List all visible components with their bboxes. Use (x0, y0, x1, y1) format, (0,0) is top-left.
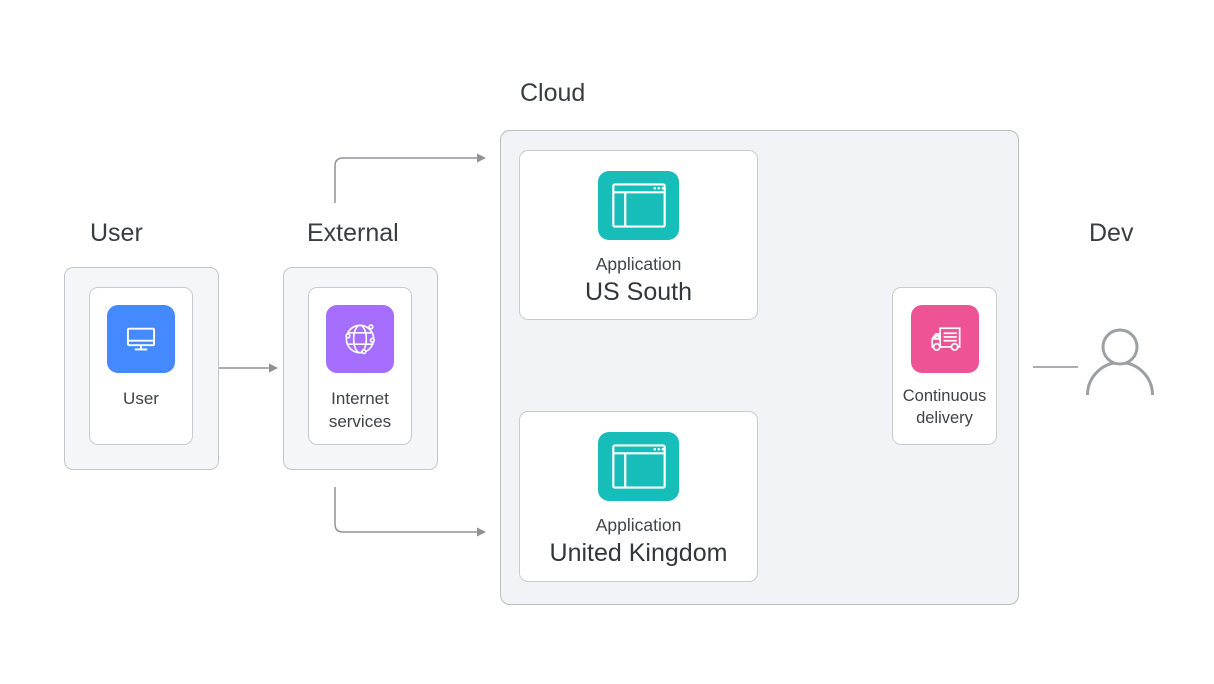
user-icon-tile (107, 305, 175, 373)
monitor-icon (119, 317, 163, 361)
node-continuous-delivery: Continuous delivery (892, 287, 997, 445)
node-user: User (89, 287, 193, 445)
node-label: United Kingdom (549, 539, 728, 567)
node-label: US South (584, 278, 692, 306)
node-label: Continuous delivery (902, 387, 987, 428)
arrow-internet-to-us-south (334, 157, 477, 203)
node-internet-services: Internet services (308, 287, 412, 445)
zone-label-user: User (90, 219, 143, 247)
delivery-icon-tile (910, 305, 979, 373)
zone-label-external: External (307, 219, 399, 247)
zone-label-dev: Dev (1089, 219, 1134, 247)
application-icon-tile (598, 171, 679, 240)
arrow-internet-to-uk (334, 487, 477, 533)
arrowhead (477, 153, 486, 163)
node-category: Application (595, 254, 682, 274)
internet-icon-tile (326, 305, 394, 373)
arrowhead (477, 527, 486, 537)
node-application-united-kingdom: Application United Kingdom (519, 411, 758, 582)
node-label: User (123, 389, 159, 408)
globe-icon (337, 316, 383, 362)
application-icon-tile (598, 432, 679, 501)
node-application-us-south: Application US South (519, 150, 758, 320)
delivery-truck-icon (922, 316, 968, 362)
zone-label-cloud: Cloud (520, 79, 586, 107)
browser-window-icon (606, 178, 672, 233)
arrowhead (269, 363, 278, 373)
node-category: Application (595, 515, 682, 535)
browser-window-icon (606, 439, 672, 494)
node-label: Internet services (328, 389, 392, 431)
person-icon (1081, 314, 1159, 403)
